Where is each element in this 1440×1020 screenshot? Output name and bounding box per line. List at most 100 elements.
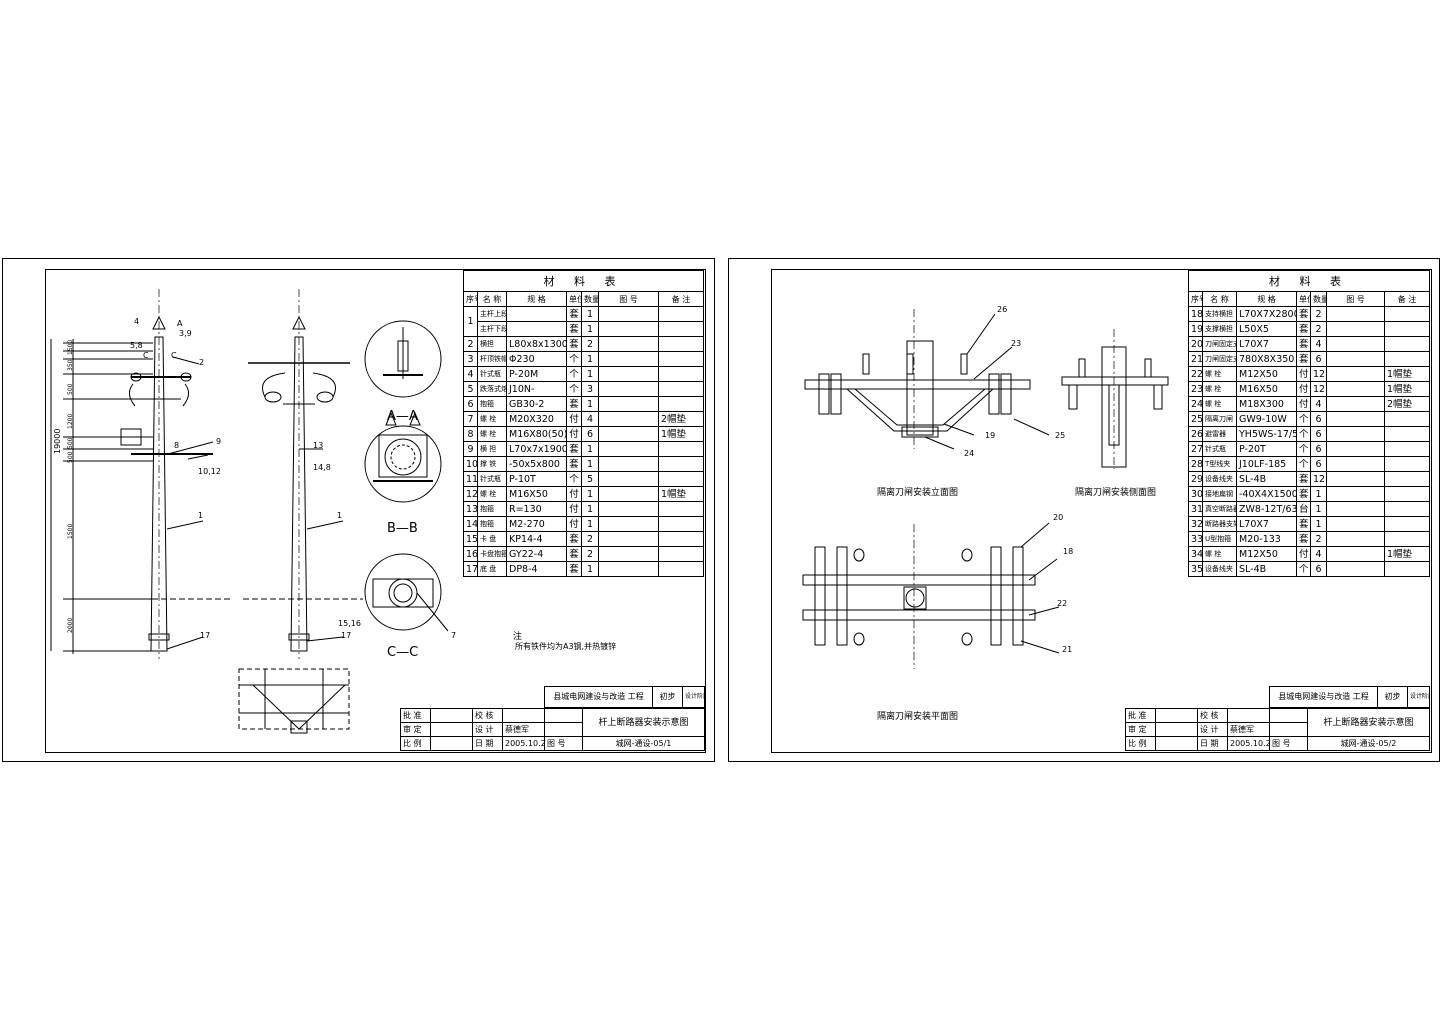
review-label: 审 定 <box>1125 722 1156 737</box>
material-no-cell: 34 <box>1188 546 1203 562</box>
material-no-cell: 30 <box>1188 486 1203 502</box>
sheet-1-frame <box>45 269 706 753</box>
material-table-header: 序号名 称规 格单位数量图 号备 注 <box>463 291 705 307</box>
material-drawing-cell <box>1326 546 1385 562</box>
material-qty-cell: 6 <box>1310 561 1327 577</box>
material-table-header-cell: 数量 <box>1310 291 1327 307</box>
material-note-cell: 2帽垫 <box>1383 396 1431 412</box>
side-view-crossarm <box>1061 376 1169 386</box>
date-label: 日 期 <box>1197 736 1228 751</box>
material-no-cell: 33 <box>1188 531 1203 547</box>
material-unit-cell: 个 <box>1296 561 1311 577</box>
material-qty-cell: 6 <box>1310 456 1327 472</box>
material-spec-cell <box>506 321 567 337</box>
material-name-cell: 抱箍 <box>477 396 507 412</box>
material-table-title: 材 料 表 <box>1187 270 1431 292</box>
callout-26: 26 <box>997 305 1008 314</box>
material-no-cell: 27 <box>1188 441 1203 457</box>
material-no-cell: 35 <box>1188 561 1203 577</box>
callout-22: 22 <box>1057 599 1068 608</box>
approve-label: 批 准 <box>400 708 431 723</box>
material-name-cell: 螺 栓 <box>1202 546 1237 562</box>
material-qty-cell: 5 <box>581 471 599 487</box>
material-note-cell: 1帽垫 <box>657 486 705 502</box>
material-name-cell: 螺 栓 <box>1202 366 1237 382</box>
material-note-cell <box>657 531 705 547</box>
callout-c-left: C <box>143 351 149 360</box>
material-name-cell: 隔离刀闸 <box>1202 411 1237 427</box>
date-label: 日 期 <box>472 736 503 751</box>
material-unit-cell: 个 <box>1296 411 1311 427</box>
callout-20: 20 <box>1053 513 1064 522</box>
dim-1500: 1500 <box>67 523 74 539</box>
material-spec-cell: YH5WS-17/50 <box>1236 426 1297 442</box>
drawing-no-label: 图 号 <box>1269 736 1308 751</box>
material-no-cell: 15 <box>463 531 478 547</box>
material-qty-cell: 1 <box>581 561 599 577</box>
material-qty-cell: 1 <box>581 456 599 472</box>
dim-19000: 19000 <box>53 428 62 454</box>
dimension-ticks <box>63 342 153 652</box>
material-note-cell <box>657 381 705 397</box>
caption-front-view: 隔离刀闸安装立面图 <box>877 488 959 498</box>
material-note-cell <box>657 306 705 322</box>
caption-side-view: 隔离刀闸安装侧面图 <box>1075 488 1157 498</box>
material-note-cell <box>1383 531 1431 547</box>
material-qty-cell: 6 <box>1310 411 1327 427</box>
material-note-cell: 1帽垫 <box>1383 381 1431 397</box>
dim-1200: 1200 <box>67 413 74 429</box>
callout-4: 4 <box>134 317 140 326</box>
pole-top-cap-left <box>152 315 166 330</box>
callout-9: 9 <box>216 437 222 446</box>
drawing-title: 杆上断路器安装示意图 <box>581 708 706 737</box>
material-spec-cell <box>506 306 567 322</box>
material-drawing-cell <box>598 531 659 547</box>
drawing-no: 城网-通设-05/1 <box>581 736 706 751</box>
material-table-header-cell: 备 注 <box>657 291 705 307</box>
material-qty-cell: 12 <box>1310 381 1327 397</box>
material-drawing-cell <box>1326 351 1385 367</box>
material-unit-cell: 套 <box>566 456 582 472</box>
caption-plan-view: 隔离刀闸安装平面图 <box>877 712 959 722</box>
material-table-title: 材 料 表 <box>462 270 705 292</box>
material-note-cell <box>657 546 705 562</box>
material-no-cell: 26 <box>1188 426 1203 442</box>
material-unit-cell: 个 <box>566 471 582 487</box>
material-drawing-cell <box>1326 411 1385 427</box>
material-drawing-cell <box>1326 426 1385 442</box>
material-name-cell: U型抱箍 <box>1202 531 1237 547</box>
project-name: 县城电网建设与改造 <box>553 692 626 701</box>
material-name-cell: 底 盘 <box>477 561 507 577</box>
material-note-cell <box>1383 471 1431 487</box>
review-label: 审 定 <box>400 722 431 737</box>
scale-label: 比 例 <box>1125 736 1156 751</box>
section-b-circle <box>364 425 442 503</box>
material-unit-cell: 个 <box>1296 441 1311 457</box>
dim-1500-top: 1500 <box>67 339 74 355</box>
material-no-cell: 20 <box>1188 336 1203 352</box>
material-name-cell: 刀闸固定支架 <box>1202 336 1237 352</box>
material-drawing-cell <box>598 411 659 427</box>
callout-15-16: 15,16 <box>338 619 361 628</box>
material-note-cell <box>1383 561 1431 577</box>
callout-1-right: 1 <box>337 511 343 520</box>
material-qty-cell: 1 <box>1310 501 1327 517</box>
material-spec-cell: M20-133 <box>1236 531 1297 547</box>
material-note-cell <box>657 336 705 352</box>
material-qty-cell: 1 <box>581 351 599 367</box>
material-no-cell: 13 <box>463 501 478 517</box>
callout-23: 23 <box>1011 339 1022 348</box>
material-spec-cell: P-10T <box>506 471 567 487</box>
material-qty-cell: 3 <box>581 381 599 397</box>
material-unit-cell: 套 <box>1296 486 1311 502</box>
material-table-row: 21刀闸固定支架780X8X350套6 <box>1188 351 1431 367</box>
material-no-cell: 21 <box>1188 351 1203 367</box>
material-name-cell: 支持横担 <box>1202 306 1237 322</box>
callout-2: 2 <box>199 358 205 367</box>
material-name-cell: 卡盘抱箍 <box>477 546 507 562</box>
